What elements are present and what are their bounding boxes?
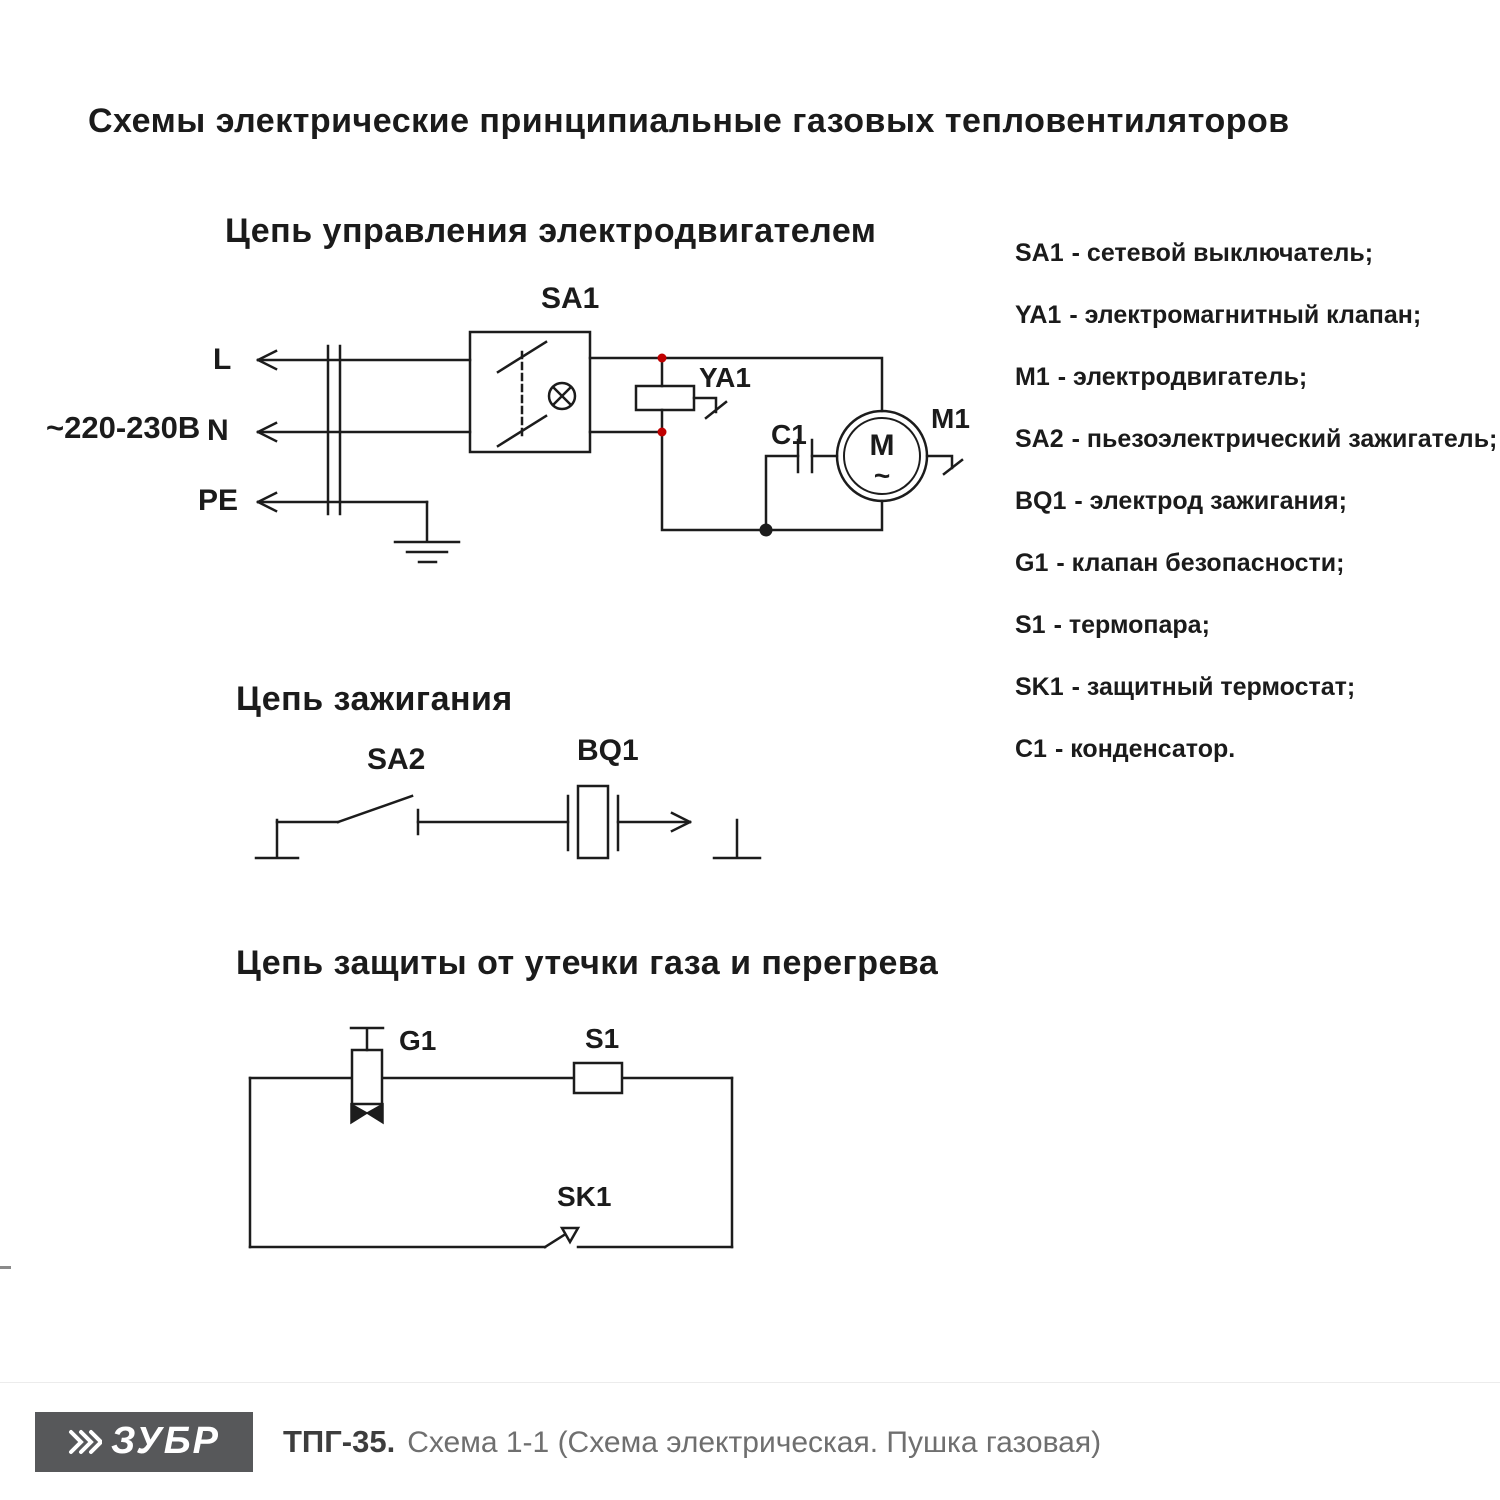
sk1-label: SK1 bbox=[557, 1181, 612, 1212]
sa2-label: SA2 bbox=[367, 743, 426, 776]
voltage-label: ~220-230В bbox=[46, 410, 201, 445]
footer-scheme-caption: Схема 1-1 (Схема электрическая. Пушка га… bbox=[407, 1425, 1102, 1459]
ignition-circuit-diagram bbox=[254, 784, 762, 860]
legend-item-ya1: YA1 - электромагнитный клапан; bbox=[1015, 284, 1485, 346]
page-edge-mark bbox=[0, 1266, 11, 1269]
legend-desc: - пьезоэлектрический зажигатель; bbox=[1071, 424, 1498, 453]
legend-code: S1 bbox=[1015, 610, 1046, 639]
legend-code: SA1 bbox=[1015, 238, 1064, 267]
m1-label: M1 bbox=[931, 403, 970, 434]
legend: SA1 - сетевой выключатель; YA1 - электро… bbox=[1015, 222, 1497, 780]
legend-item-g1: G1 - клапан безопасности; bbox=[1015, 532, 1485, 594]
legend-desc: - электрод зажигания; bbox=[1074, 486, 1347, 515]
legend-desc: - термопара; bbox=[1053, 610, 1210, 639]
c1-label: C1 bbox=[771, 419, 807, 450]
legend-code: SK1 bbox=[1015, 672, 1064, 701]
bq1-label: BQ1 bbox=[577, 734, 639, 767]
legend-desc: - электромагнитный клапан; bbox=[1069, 300, 1422, 329]
control-circuit-junctions bbox=[657, 353, 773, 537]
legend-item-sk1: SK1 - защитный термостат; bbox=[1015, 656, 1485, 718]
motor-letter: M bbox=[869, 429, 895, 462]
legend-desc: - сетевой выключатель; bbox=[1071, 238, 1374, 267]
ya1-label: YA1 bbox=[699, 362, 751, 393]
legend-item-sa1: SA1 - сетевой выключатель; bbox=[1015, 222, 1485, 284]
legend-code: G1 bbox=[1015, 548, 1049, 577]
control-section-title: Цепь управления электродвигателем bbox=[225, 212, 877, 250]
legend-item-c1: C1 - конденсатор. bbox=[1015, 718, 1485, 780]
protection-section-title: Цепь защиты от утечки газа и перегрева bbox=[236, 944, 939, 982]
g1-label: G1 bbox=[399, 1025, 437, 1056]
ignition-section-title: Цепь зажигания bbox=[236, 680, 513, 718]
legend-code: SA2 bbox=[1015, 424, 1064, 453]
zubr-logo-icon bbox=[69, 1429, 103, 1454]
legend-desc: - клапан безопасности; bbox=[1056, 548, 1345, 577]
legend-code: BQ1 bbox=[1015, 486, 1067, 515]
legend-code: M1 bbox=[1015, 362, 1050, 391]
legend-desc: - конденсатор. bbox=[1054, 734, 1236, 763]
legend-item-m1: M1 - электродвигатель; bbox=[1015, 346, 1485, 408]
legend-desc: - защитный термостат; bbox=[1071, 672, 1356, 701]
legend-code: C1 bbox=[1015, 734, 1047, 763]
legend-item-bq1: BQ1 - электрод зажигания; bbox=[1015, 470, 1485, 532]
control-circuit-diagram bbox=[256, 330, 964, 564]
zubr-logo: ЗУБР bbox=[35, 1411, 253, 1472]
s1-label: S1 bbox=[585, 1023, 620, 1054]
footer-caption-block: ТПГ-35. Схема 1-1 (Схема электрическая. … bbox=[283, 1424, 1101, 1460]
sa1-label: SA1 bbox=[541, 282, 600, 315]
protection-circuit-diagram bbox=[248, 1026, 734, 1249]
footer: ЗУБР ТПГ-35. Схема 1-1 (Схема электричес… bbox=[0, 1382, 1500, 1500]
legend-item-sa2: SA2 - пьезоэлектрический зажигатель; bbox=[1015, 408, 1497, 470]
line-n-label: N bbox=[207, 414, 229, 447]
line-l-label: L bbox=[213, 343, 232, 376]
line-pe-label: PE bbox=[198, 484, 239, 517]
legend-item-s1: S1 - термопара; bbox=[1015, 594, 1485, 656]
zubr-logo-text: ЗУБР bbox=[111, 1420, 220, 1462]
page-title: Схемы электрические принципиальные газов… bbox=[88, 102, 1290, 140]
motor-phase-symbol: ~ bbox=[873, 460, 891, 491]
legend-code: YA1 bbox=[1015, 300, 1062, 329]
footer-model: ТПГ-35. bbox=[283, 1423, 396, 1459]
legend-desc: - электродвигатель; bbox=[1057, 362, 1308, 391]
